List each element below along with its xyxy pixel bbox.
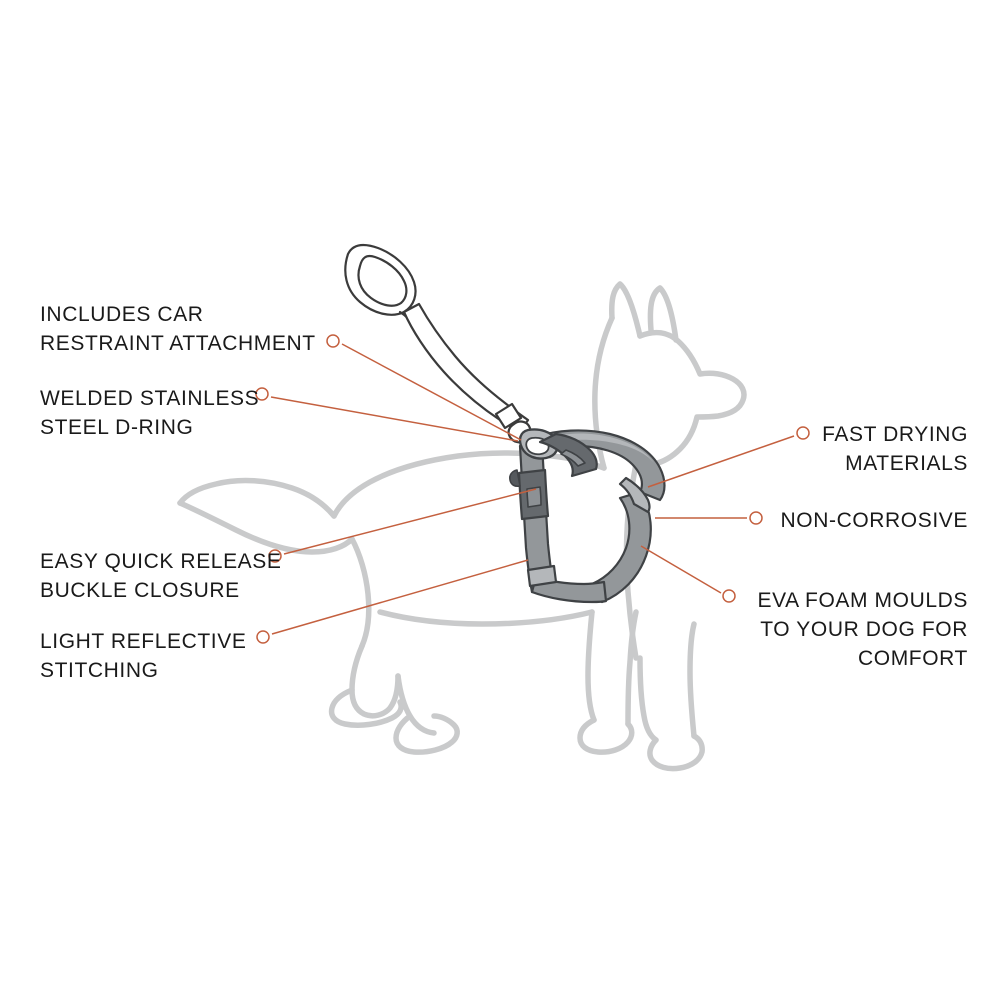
dog-front-paw-near-outline xyxy=(647,733,705,772)
leader-line-eva-foam-moulds xyxy=(640,545,722,594)
leader-dot-eva-foam-moulds xyxy=(722,589,736,603)
leader-dot-welded-stainless-steel-d-ring xyxy=(255,387,269,401)
callout-label-eva-foam-moulds: EVA FOAM MOULDS TO YOUR DOG FOR COMFORT xyxy=(757,589,968,670)
harness-buckle-upper-icon xyxy=(538,432,598,478)
dog-rear-paw-far-outline xyxy=(328,687,404,728)
leader-dot-includes-car-restraint-attachment xyxy=(326,334,340,348)
harness-group xyxy=(509,428,666,604)
dog-tail-lower-edge xyxy=(177,500,355,555)
leader-lines-group xyxy=(270,343,795,635)
harness-buckle-lower-icon xyxy=(509,468,550,521)
callout-label-light-reflective-stitching: LIGHT REFLECTIVE STITCHING xyxy=(40,630,247,682)
dog-ear-left-icon xyxy=(609,281,643,339)
dog-belly-outline xyxy=(377,609,595,627)
dog-front-leg-near-outline xyxy=(637,655,659,743)
leash-group xyxy=(344,243,542,449)
harness-keeper-loop-right xyxy=(618,476,651,514)
callout-label-welded-stainless-steel-d-ring: WELDED STAINLESS STEEL D-RING xyxy=(40,387,260,439)
dog-front-leg-far-outline xyxy=(585,609,597,723)
leader-line-welded-stainless-steel-d-ring xyxy=(270,396,519,442)
dog-back-topline xyxy=(331,450,607,519)
dog-front-paw-far-outline xyxy=(577,717,635,755)
callout-label-includes-car-restraint-attachment: INCLUDES CAR RESTRAINT ATTACHMENT xyxy=(40,303,316,355)
dog-rear-paw-near-outline xyxy=(393,713,460,755)
leader-dot-non-corrosive xyxy=(749,511,763,525)
harness-keeper-loop-bottom xyxy=(526,564,558,588)
dog-rear-haunch-outline xyxy=(349,536,372,649)
leader-dot-light-reflective-stitching xyxy=(256,630,270,644)
dog-muzzle-outline xyxy=(633,329,747,469)
callout-label-non-corrosive: NON-CORROSIVE xyxy=(780,509,968,532)
leader-dot-easy-quick-release-buckle-closure xyxy=(268,549,282,563)
leash-tip-keeper xyxy=(494,402,523,430)
dog-front-leg-near-back-edge xyxy=(687,621,697,739)
dog-tail-upper-edge xyxy=(177,477,337,519)
callout-label-easy-quick-release-buckle-closure: EASY QUICK RELEASE BUCKLE CLOSURE xyxy=(40,550,282,602)
harness-buckle-upper-slot xyxy=(560,449,586,467)
leader-dot-fast-drying-materials xyxy=(796,426,810,440)
callout-label-fast-drying-materials: FAST DRYING MATERIALS xyxy=(822,423,968,475)
dog-rear-leg-far-outline xyxy=(349,643,401,719)
harness-buckle-lower-tab xyxy=(509,469,521,488)
dog-ear-right-icon xyxy=(647,285,679,343)
leader-line-fast-drying-materials xyxy=(647,435,795,488)
leader-line-light-reflective-stitching xyxy=(271,559,529,635)
leader-line-includes-car-restraint-attachment xyxy=(341,343,522,441)
leash-handle-loop-inner xyxy=(357,254,408,307)
leader-line-easy-quick-release-buckle-closure xyxy=(283,488,537,555)
leader-dots-group xyxy=(255,334,810,644)
harness-buckle-lower-slot xyxy=(526,486,542,508)
dog-front-leg-far-back-edge xyxy=(625,609,639,727)
harness-neck-strap-highlight xyxy=(540,433,654,463)
